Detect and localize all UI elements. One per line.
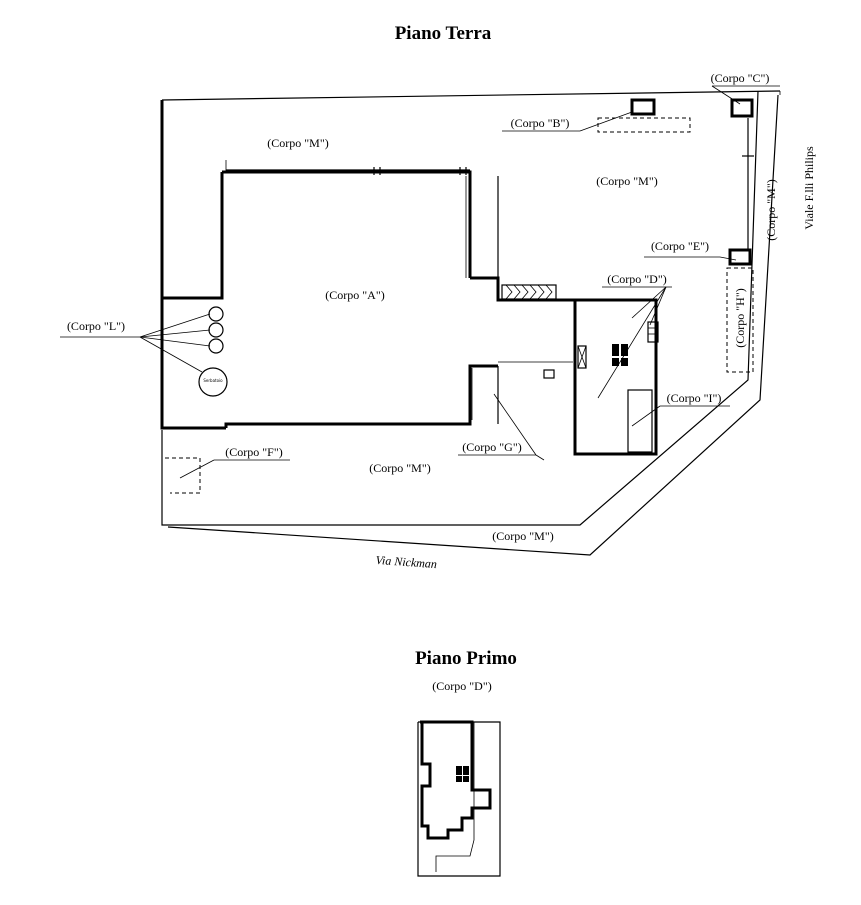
- label-corpo-a: (Corpo "A"): [325, 288, 384, 302]
- first-floor-plan: [417, 720, 501, 877]
- label-corpo-m-vertical: (Corpo "M"): [764, 179, 778, 240]
- corpo-e-square: [728, 248, 752, 266]
- corpo-d-building: [543, 298, 659, 456]
- site-boundary: [161, 90, 781, 556]
- label-corpo-m-bottom: (Corpo "M"): [369, 461, 430, 475]
- label-corpo-e: (Corpo "E"): [651, 239, 709, 253]
- large-tank: [198, 367, 228, 397]
- title-first-floor: Piano Primo: [415, 648, 517, 669]
- corpo-f-outline: [165, 457, 201, 494]
- street-viale-philips: Viale F.lli Philips: [802, 146, 816, 230]
- label-corpo-m-road: (Corpo "M"): [492, 529, 553, 543]
- label-corpo-c: (Corpo "C"): [711, 71, 770, 85]
- label-corpo-i: (Corpo "I"): [667, 391, 722, 405]
- tanks-group: Serbatoio: [198, 306, 228, 397]
- leader-lines: [60, 85, 780, 479]
- corpo-i-annex: [627, 389, 653, 453]
- label-corpo-m-top: (Corpo "M"): [267, 136, 328, 150]
- corpo-a-building: [222, 160, 575, 428]
- label-corpo-l: (Corpo "L"): [67, 319, 125, 333]
- tank-label: Serbatoio: [203, 378, 223, 383]
- label-corpo-d-first: (Corpo "D"): [432, 679, 491, 693]
- corpo-b-outline: [597, 98, 691, 133]
- hatched-strip: [501, 284, 557, 300]
- corpo-c-square: [730, 98, 754, 118]
- corpo-h-outline: [726, 267, 754, 373]
- east-fence: [742, 118, 754, 250]
- label-corpo-f: (Corpo "F"): [225, 445, 282, 459]
- corpo-l-block: [160, 100, 226, 430]
- label-corpo-d: (Corpo "D"): [607, 272, 666, 286]
- label-corpo-b: (Corpo "B"): [511, 116, 570, 130]
- street-via-nickman: Via Nickman: [375, 553, 437, 571]
- title-ground-floor: Piano Terra: [395, 23, 492, 44]
- label-corpo-h: (Corpo "H"): [733, 288, 747, 347]
- label-corpo-m-right: (Corpo "M"): [596, 174, 657, 188]
- label-corpo-g: (Corpo "G"): [462, 440, 521, 454]
